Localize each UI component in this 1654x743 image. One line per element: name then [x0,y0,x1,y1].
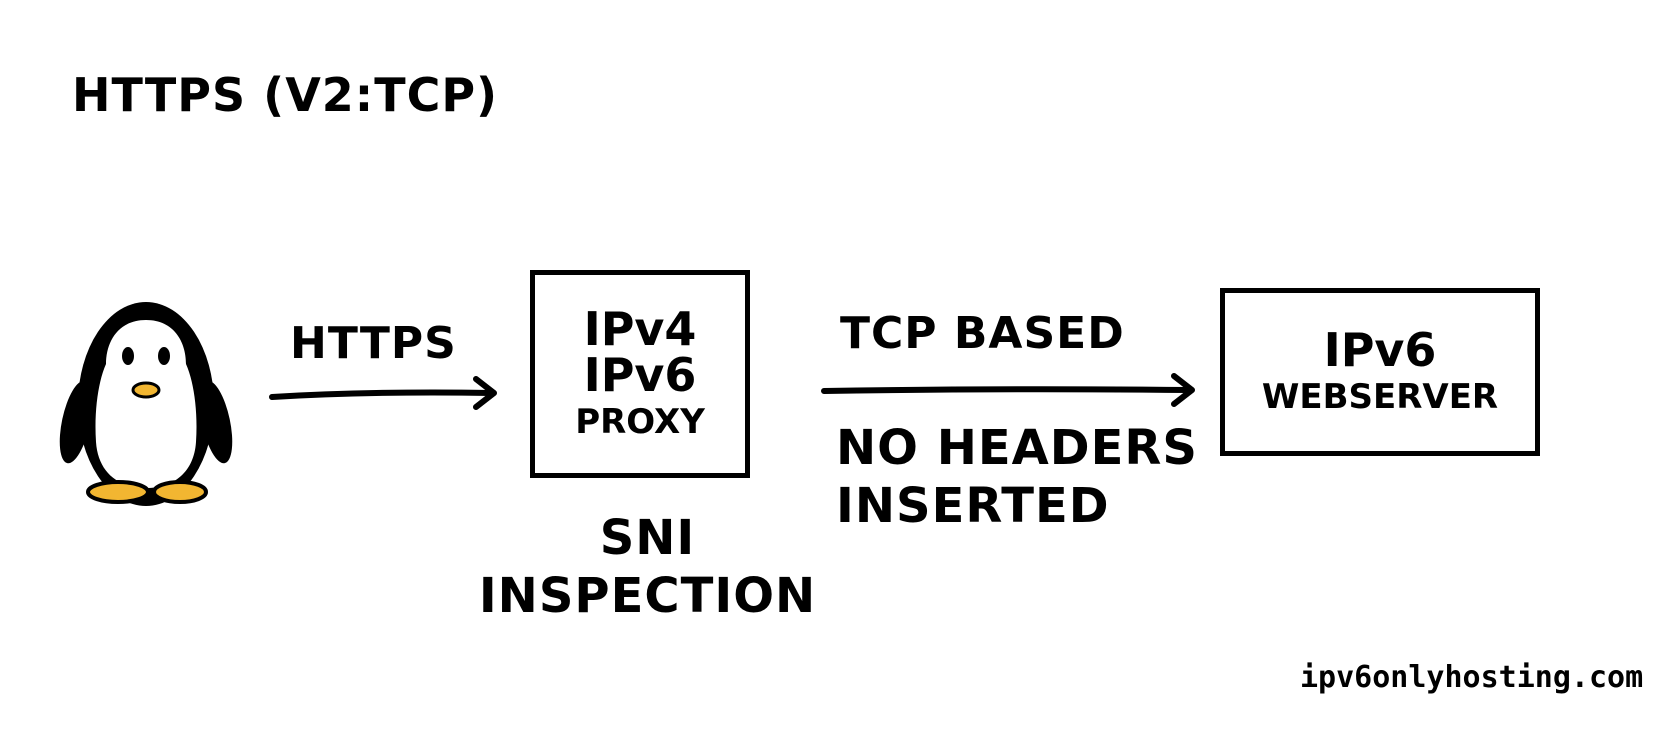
webserver-line-ipv6: IPv6 [1323,322,1437,377]
proxy-note-line2: INSPECTION [478,567,817,624]
proxy-line-proxy: PROXY [575,401,705,442]
webserver-node: IPv6 WEBSERVER [1220,288,1540,456]
arrow-client-to-proxy [269,376,497,410]
arrow-proxy-to-webserver [821,373,1195,407]
edge-note-line1: NO HEADERS [836,420,1198,476]
webserver-line-label: WEBSERVER [1261,376,1499,417]
signature: ipv6onlyhosting.com [1300,660,1644,695]
proxy-note: SNI INSPECTION [470,510,825,625]
penguin-icon [59,302,233,506]
diagram-title: HTTPS (V2:TCP) [72,68,499,122]
proxy-node: IPv4 IPv6 PROXY [530,270,750,478]
proxy-line-ipv6: IPv6 [583,347,697,402]
edge-note-no-headers: NO HEADERS INSERTED [836,420,1198,535]
proxy-note-line1: SNI [599,510,696,566]
edge-label-https: HTTPS [290,318,457,369]
proxy-line-ipv4: IPv4 [583,301,697,356]
edge-label-tcp-based: TCP BASED [840,308,1125,359]
edge-note-line2: INSERTED [836,477,1110,534]
